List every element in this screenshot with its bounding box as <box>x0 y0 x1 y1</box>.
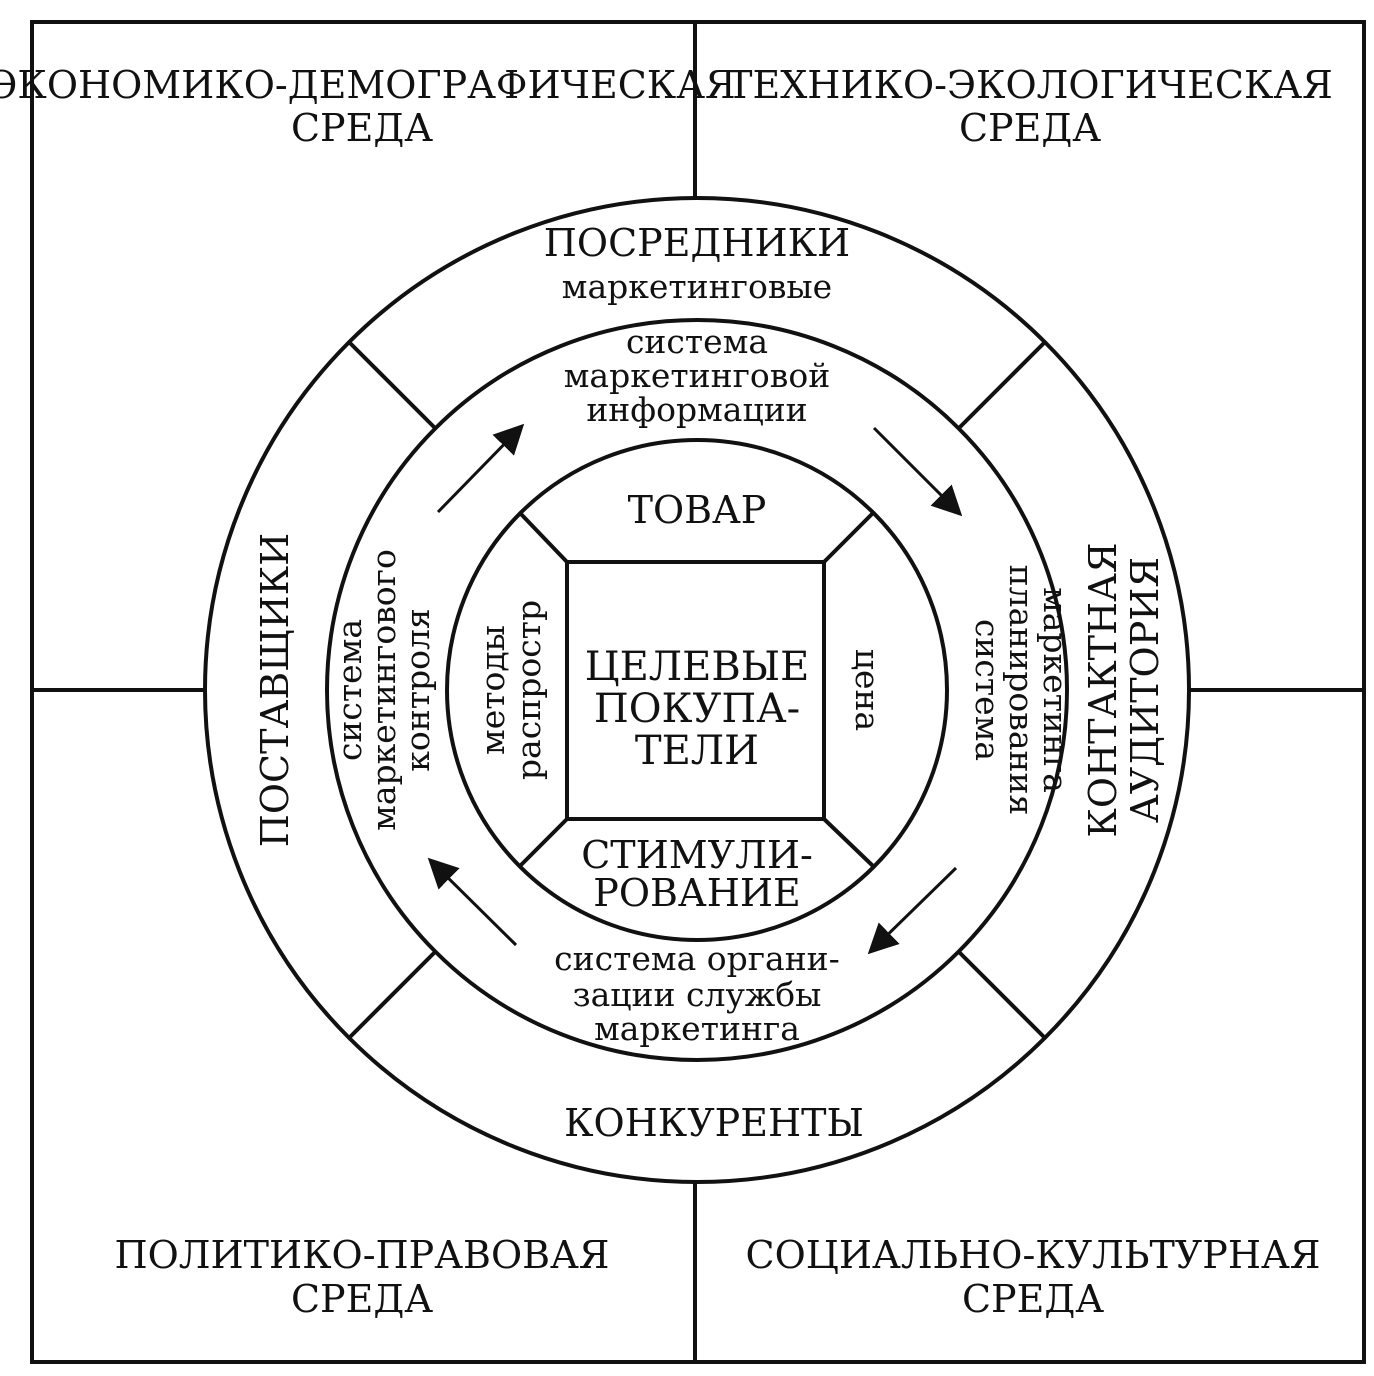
outer-circle <box>203 196 1191 1184</box>
env-top-left-line2: СРЕДА <box>291 106 433 150</box>
env-top-right-line1: ТЕХНИКО-ЭКОЛОГИЧЕСКАЯ <box>727 63 1333 107</box>
outer-ring-separator-ne <box>957 340 1047 430</box>
outer-top-label: ПОСРЕДНИКИ <box>544 221 850 265</box>
middle-bottom-line3: маркетинга <box>594 1009 800 1048</box>
inner-circle <box>445 438 949 942</box>
outer-left-label: ПОСТАВЩИКИ <box>253 533 297 847</box>
middle-bottom-line2: зации службы <box>573 975 822 1014</box>
middle-top-line3: информации <box>586 390 807 429</box>
center-line1: ЦЕЛЕВЫЕ <box>585 644 810 690</box>
arrow-planning-to-organization <box>867 866 958 955</box>
outer-bottom-label: КОНКУРЕНТЫ <box>564 1101 864 1145</box>
outer-ring-separator-nw <box>347 340 437 430</box>
middle-right-line3: маркетинга <box>1036 587 1075 793</box>
middle-right-line1: система <box>968 619 1007 761</box>
inner-ring-separator-nw <box>518 511 569 564</box>
inner-top-label: ТОВАР <box>628 488 767 532</box>
middle-left-line3: контроля <box>398 608 437 772</box>
middle-top-line1: система <box>626 322 768 361</box>
arrow-control-to-information <box>436 423 525 514</box>
env-bottom-right-line1: СОЦИАЛЬНО-КУЛЬТУРНАЯ <box>746 1233 1321 1277</box>
outer-right-label-line1: КОНТАКТНАЯ <box>1081 542 1125 837</box>
outer-ring-separator-se <box>957 950 1047 1040</box>
env-top-left-line1: ЭКОНОМИКО-ДЕМОГРАФИЧЕСКАЯ <box>0 63 736 107</box>
arrow-organization-to-control <box>427 857 518 947</box>
inner-ring-separator-se <box>822 817 875 868</box>
middle-left-line2: маркетингового <box>364 549 403 831</box>
middle-top-line2: маркетинговой <box>564 356 830 395</box>
middle-right-line2: планирования <box>1002 565 1041 816</box>
env-bottom-left-line1: ПОЛИТИКО-ПРАВОВАЯ <box>115 1233 610 1277</box>
center-line3: ТЕЛИ <box>635 728 759 774</box>
inner-ring-separator-sw <box>518 817 569 868</box>
inner-ring-separator-ne <box>822 511 875 564</box>
inner-left-line1: методы <box>473 625 512 755</box>
inner-left-line2: распростр <box>509 600 548 780</box>
env-bottom-left-line2: СРЕДА <box>291 1277 433 1321</box>
middle-circle <box>325 318 1069 1062</box>
middle-bottom-line1: система органи- <box>554 939 840 978</box>
env-top-right-line2: СРЕДА <box>959 106 1101 150</box>
outer-ring-separator-sw <box>347 950 437 1040</box>
center-line2: ПОКУПА- <box>594 686 800 732</box>
arrow-information-to-planning <box>872 426 963 517</box>
outer-right-label-line2: АУДИТОРИЯ <box>1123 557 1167 823</box>
inner-bottom-line1: СТИМУЛИ- <box>581 833 813 877</box>
middle-left-line1: система <box>330 619 369 761</box>
inner-bottom-line2: РОВАНИЕ <box>593 871 800 915</box>
env-bottom-right-line2: СРЕДА <box>962 1277 1104 1321</box>
center-square <box>565 560 826 821</box>
outer-top-sublabel: маркетинговые <box>562 267 832 306</box>
inner-right-label: цена <box>848 649 887 731</box>
